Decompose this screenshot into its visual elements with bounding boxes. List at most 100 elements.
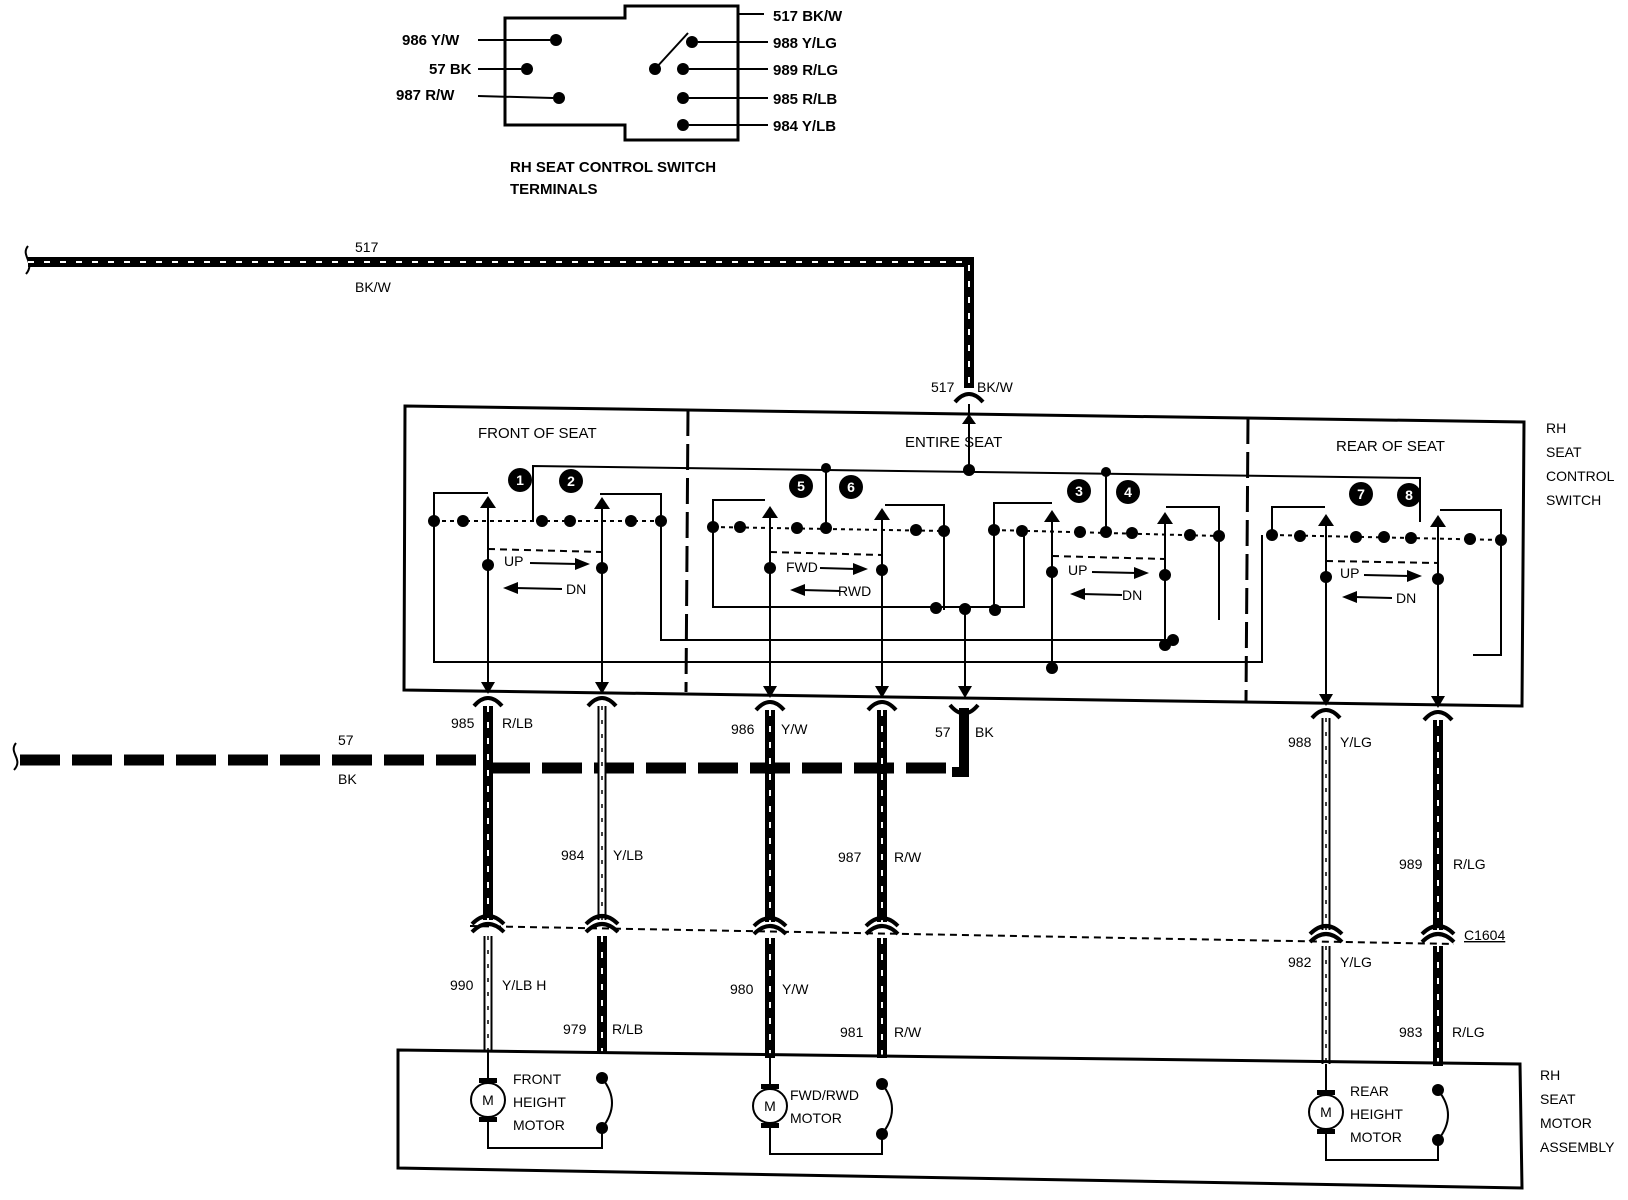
rear-up-label: UP <box>1340 565 1359 581</box>
contact-number-8: 8 <box>1405 487 1413 503</box>
wire-983-number: 983 <box>1399 1024 1423 1040</box>
contact-badge-7 <box>1349 482 1373 506</box>
wire-988-color: Y/LG <box>1340 734 1372 750</box>
contact-number-5: 5 <box>797 478 805 494</box>
front-motor-symbol: M <box>482 1092 494 1108</box>
wire-517-color: BK/W <box>355 279 392 295</box>
wire-980-color: Y/W <box>782 981 809 997</box>
wire-57-ground: 57 BK 57 BK <box>12 703 994 787</box>
terminal-label-left-1: 986 Y/W <box>402 32 460 49</box>
terminal-label-left-2: 57 BK <box>429 61 472 78</box>
fwd-rwd-motor: M FWD/RWD MOTOR <box>752 1058 893 1155</box>
front-up-label: UP <box>504 553 523 569</box>
wire-982-number: 982 <box>1288 954 1312 970</box>
section-entire-label: ENTIRE SEAT <box>905 434 1002 451</box>
fwd-label: FWD <box>786 559 818 575</box>
contact-badge-5 <box>789 474 813 498</box>
contact-number-7: 7 <box>1357 486 1365 502</box>
contact-number-4: 4 <box>1124 484 1132 500</box>
seat-motor-assembly: RH SEAT MOTOR ASSEMBLY M FRONT HEIGHT MO… <box>396 1048 1615 1190</box>
wire-517-entry-number: 517 <box>931 379 955 395</box>
wire-984-color: Y/LB <box>613 847 643 863</box>
terminal-inset-title: RH SEAT CONTROL SWITCH <box>510 159 716 176</box>
wire-990-color: Y/LB H <box>502 977 546 993</box>
terminal-label-left-3: 987 R/W <box>396 87 455 104</box>
wire-982-color: Y/LG <box>1340 954 1372 970</box>
lower-wires: 990 Y/LB H 979 R/LB 980 Y/W 981 R/W 982 … <box>450 936 1485 1066</box>
rwd-label: RWD <box>838 583 871 599</box>
switch-label-line4: SWITCH <box>1546 492 1601 508</box>
contact-number-3: 3 <box>1075 483 1083 499</box>
fwd-motor-name-2: MOTOR <box>790 1110 842 1126</box>
connector-label: C1604 <box>1464 927 1505 943</box>
wire-988-number: 988 <box>1288 734 1312 750</box>
wire-981-number: 981 <box>840 1024 864 1040</box>
motor-assembly-label-line1: RH <box>1540 1067 1560 1083</box>
wire-979-number: 979 <box>563 1021 587 1037</box>
wire-989-number: 989 <box>1399 856 1423 872</box>
section-front-label: FRONT OF SEAT <box>478 425 597 442</box>
rear-motor-name-2: HEIGHT <box>1350 1106 1403 1122</box>
contact-badge-2 <box>559 469 583 493</box>
contact-badge-1 <box>508 468 532 492</box>
motor-assembly-label-line4: ASSEMBLY <box>1540 1139 1615 1155</box>
switch-label-line1: RH <box>1546 420 1566 436</box>
terminal-label-right-3: 989 R/LG <box>773 62 838 79</box>
wire-57-color: BK <box>338 771 357 787</box>
front-motor-name-3: MOTOR <box>513 1117 565 1133</box>
wire-517-power: 517 BK/W 517 BK/W <box>24 239 1014 470</box>
terminal-label-right-5: 984 Y/LB <box>773 118 836 135</box>
switch-label-line3: CONTROL <box>1546 468 1615 484</box>
wire-989-color: R/LG <box>1453 856 1486 872</box>
fwd-motor-symbol: M <box>764 1098 776 1114</box>
terminal-inset-subtitle: TERMINALS <box>510 181 598 198</box>
fwd-motor-name-1: FWD/RWD <box>790 1087 859 1103</box>
front-motor-name-1: FRONT <box>513 1071 562 1087</box>
rear-dn-label: DN <box>1396 590 1416 606</box>
terminal-label-right-2: 988 Y/LG <box>773 35 837 52</box>
wire-990-number: 990 <box>450 977 474 993</box>
rear-motor-name-1: REAR <box>1350 1083 1389 1099</box>
wire-517-number: 517 <box>355 239 379 255</box>
contact-badge-8 <box>1397 483 1421 507</box>
switch-label-line2: SEAT <box>1546 444 1582 460</box>
wire-987-color: R/W <box>894 849 922 865</box>
wire-57-entry-color: BK <box>975 724 994 740</box>
terminal-label-right-1: 517 BK/W <box>773 8 843 25</box>
wire-517-entry-color: BK/W <box>977 379 1014 395</box>
wire-986-color: Y/W <box>781 721 808 737</box>
section-rear-label: REAR OF SEAT <box>1336 438 1445 455</box>
wire-985-number: 985 <box>451 715 475 731</box>
motor-assembly-label-line2: SEAT <box>1540 1091 1576 1107</box>
contact-badge-3 <box>1067 479 1091 503</box>
wire-983-color: R/LG <box>1452 1024 1485 1040</box>
motor-assembly-label-line3: MOTOR <box>1540 1115 1592 1131</box>
rear-motor-name-3: MOTOR <box>1350 1129 1402 1145</box>
terminal-label-right-4: 985 R/LB <box>773 91 837 108</box>
wire-979-color: R/LB <box>612 1021 643 1037</box>
wire-57-entry-number: 57 <box>935 724 951 740</box>
contact-badge-4 <box>1116 480 1140 504</box>
rear-height-motor: M REAR HEIGHT MOTOR <box>1308 1064 1449 1161</box>
entire-dn-label: DN <box>1122 587 1142 603</box>
contact-number-6: 6 <box>847 479 855 495</box>
front-motor-name-2: HEIGHT <box>513 1094 566 1110</box>
front-dn-label: DN <box>566 581 586 597</box>
wire-987-number: 987 <box>838 849 862 865</box>
contact-number-1: 1 <box>516 472 524 488</box>
wire-981-color: R/W <box>894 1024 922 1040</box>
wire-986-number: 986 <box>731 721 755 737</box>
wire-57-number: 57 <box>338 732 354 748</box>
seat-control-switch: FRONT OF SEAT ENTIRE SEAT REAR OF SEAT R… <box>402 404 1615 708</box>
entire-up-label: UP <box>1068 562 1087 578</box>
contact-number-2: 2 <box>567 473 575 489</box>
wire-985-color: R/LB <box>502 715 533 731</box>
wire-980-number: 980 <box>730 981 754 997</box>
connector-c1604: C1604 <box>469 914 1505 945</box>
wire-984-number: 984 <box>561 847 585 863</box>
harness-wires: 985 R/LB 984 Y/LB 986 Y/W 987 R/W 988 Y/… <box>451 696 1486 930</box>
rear-motor-symbol: M <box>1320 1104 1332 1120</box>
front-height-motor: M FRONT HEIGHT MOTOR <box>470 1052 613 1149</box>
contact-badge-6 <box>839 475 863 499</box>
